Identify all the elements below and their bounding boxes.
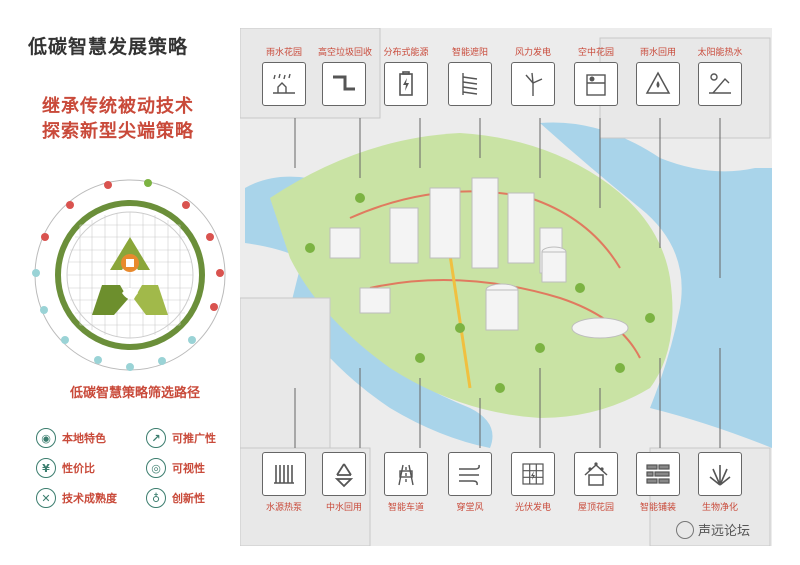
legend-item: ◉ 本地特色 (36, 428, 106, 448)
tools-icon: ✕ (36, 488, 56, 508)
strategy-reclaimed-water: 中水回用 (318, 452, 370, 513)
page-title: 低碳智慧发展策略 (28, 36, 189, 58)
yen-icon: ¥ (36, 458, 56, 478)
strategy-bio-purification: 生物净化 (694, 452, 746, 513)
aerial-view-illustration (240, 28, 772, 546)
car-lane-icon (398, 464, 414, 486)
location-icon: ◉ (36, 428, 56, 448)
sky-garden-icon (586, 74, 606, 96)
filter-path-label: 低碳智慧策略筛选路径 (69, 386, 200, 401)
strategy-distributed-energy: 分布式能源 (380, 45, 432, 106)
paving-icon (646, 464, 670, 484)
pipe-icon (333, 75, 355, 91)
radiator-icon (274, 465, 294, 484)
strategy-solar-water-heater: 太阳能热水 (694, 45, 746, 106)
strategy-sky-garden: 空中花园 (570, 45, 622, 106)
recycle-water-icon (645, 71, 671, 94)
bottom-strategy-row: 水源热泵 中水回用 智能车道 穿堂风 光伏发电 屋顶花园 智能铺装 生物净化 (258, 452, 764, 532)
wind-turbine-icon (525, 72, 543, 96)
strategy-smart-lane: 智能车道 (380, 452, 432, 513)
lightbulb-icon: ♁ (146, 488, 166, 508)
subtitle-line1: 继承传统被动技术 (42, 96, 194, 117)
wind-icon (459, 464, 480, 486)
legend-item: ◎ 可视性 (146, 458, 205, 478)
recycle-icon (92, 237, 168, 315)
watermark-logo-icon (676, 520, 694, 539)
strategy-cross-ventilation: 穿堂风 (444, 452, 496, 513)
reed-plant-icon (709, 465, 731, 486)
strategy-smart-paving: 智能铺装 (632, 452, 684, 513)
legend-item: ↗ 可推广性 (146, 428, 216, 448)
strategy-solar-pv: 光伏发电 (507, 452, 559, 513)
shading-icon (462, 73, 478, 95)
legend-item: ¥ 性价比 (36, 458, 95, 478)
solar-panel-icon (522, 463, 544, 485)
watermark: 声远论坛 (676, 520, 750, 539)
subtitle-line2: 探索新型尖端策略 (42, 121, 194, 142)
eye-icon: ◎ (146, 458, 166, 478)
strategy-rain-garden: 雨水花园 (258, 45, 310, 106)
legend-item: ✕ 技术成熟度 (36, 488, 117, 508)
solar-heater-icon (709, 73, 731, 94)
strategy-water-source-heat-pump: 水源热泵 (258, 452, 310, 513)
strategy-rainwater-reuse: 雨水回用 (632, 45, 684, 106)
top-strategy-row: 雨水花园 高空垃圾回收 分布式能源 智能遮阳 风力发电 空中花园 雨水回用 太 (258, 45, 764, 125)
rain-garden-icon (273, 73, 295, 94)
legend-item: ♁ 创新性 (146, 488, 205, 508)
strategy-high-altitude-waste: 高空垃圾回收 (318, 45, 372, 106)
roof-garden-icon (584, 462, 608, 486)
battery-icon (399, 71, 413, 96)
strategy-wind-power: 风力发电 (507, 45, 559, 106)
recycle-icon (334, 463, 354, 488)
strategy-roof-garden: 屋顶花园 (570, 452, 622, 513)
strategy-smart-shading: 智能遮阳 (444, 45, 496, 106)
trend-icon: ↗ (146, 428, 166, 448)
strategy-filter-diagram (32, 179, 226, 371)
